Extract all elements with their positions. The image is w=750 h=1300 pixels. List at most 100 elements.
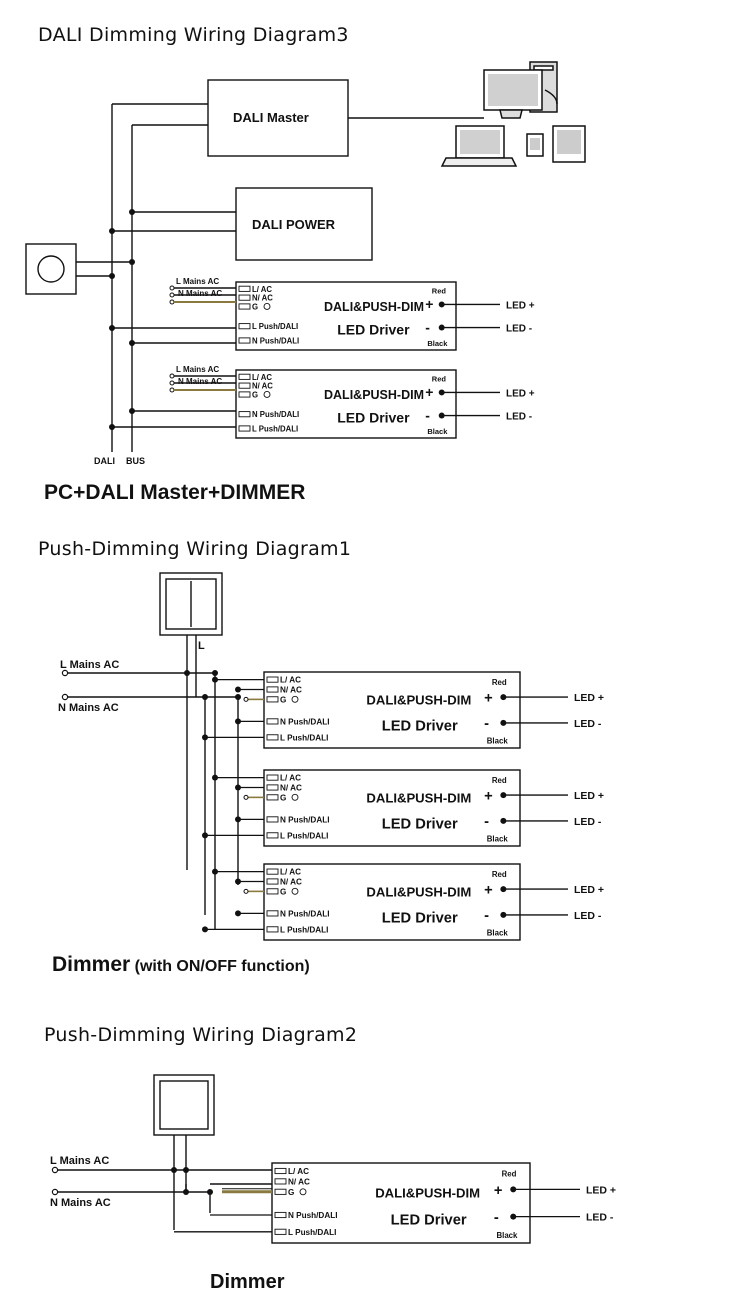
dimmer-switch-inner — [165, 578, 217, 630]
diagram1-caption: Dimmer (with ON/OFF function) — [52, 953, 310, 977]
terminal-n-ac-tab — [266, 878, 279, 885]
driver-model-label: DALI&PUSH-DIM — [324, 388, 424, 402]
terminal-push-dali-2-label: L Push/DALI — [280, 831, 328, 840]
led-minus-label: LED - — [574, 816, 602, 828]
led-driver: L/ ACN/ ACG L Push/DALI N Push/DALI DALI&PU… — [235, 281, 535, 351]
terminal-n-ac-tab — [238, 294, 251, 301]
diagram2-n-mains-label: N Mains AC — [50, 1197, 111, 1209]
led-plus-label: LED + — [506, 388, 535, 399]
terminal-ground-tab — [274, 1188, 287, 1195]
terminal-l-ac-label: L/ AC — [280, 774, 301, 783]
terminal-ground-label: G — [280, 793, 286, 802]
dali-master-label: DALI Master — [233, 110, 309, 125]
dali-power-box — [235, 187, 373, 261]
driver-n-mains-label: N Mains AC — [178, 289, 222, 298]
driver-model-label: DALI&PUSH-DIM — [366, 791, 471, 806]
driver-l-mains-label: L Mains AC — [176, 277, 219, 286]
terminal-n-ac-label: N/ AC — [252, 382, 273, 391]
diagram2-caption: Dimmer — [210, 1271, 285, 1293]
driver-name-label: LED Driver — [382, 817, 458, 833]
diagram1-l-mains-label: L Mains AC — [60, 659, 119, 671]
red-wire-label: Red — [492, 870, 507, 879]
led-minus-label: LED - — [574, 910, 602, 922]
terminal-push-dali-1-tab — [238, 323, 251, 330]
minus-sign: - — [494, 1210, 499, 1226]
diagram3-caption: PC+DALI Master+DIMMER — [44, 481, 306, 504]
ground-icon — [263, 391, 271, 398]
led-minus-label: LED - — [574, 718, 602, 730]
plus-sign: + — [484, 690, 493, 706]
terminal-push-dali-2-tab — [266, 926, 279, 933]
terminal-ground-tab — [238, 303, 251, 310]
ground-icon — [291, 887, 299, 895]
diagram2-dimmer-inner — [159, 1080, 209, 1130]
diagram2-title: Push-Dimming Wiring Diagram2 — [44, 1024, 358, 1046]
terminal-push-dali-1-label: N Push/DALI — [252, 410, 299, 419]
terminal-push-dali-2-label: N Push/DALI — [252, 336, 299, 345]
diagram3 — [25, 79, 484, 452]
red-wire-label: Red — [502, 1170, 517, 1179]
red-wire-label: Red — [492, 678, 507, 687]
terminal-push-dali-1-label: L Push/DALI — [252, 322, 298, 331]
ground-icon — [263, 303, 271, 310]
ground-icon — [291, 695, 299, 703]
black-wire-label: Black — [487, 736, 509, 745]
terminal-ground-tab — [266, 696, 279, 703]
terminal-n-ac-label: N/ AC — [280, 685, 302, 694]
driver-model-label: DALI&PUSH-DIM — [324, 300, 424, 314]
black-wire-label: Black — [427, 339, 448, 348]
terminal-l-ac-tab — [238, 285, 251, 292]
terminal-push-dali-1-tab — [274, 1211, 287, 1219]
terminal-l-ac-label: L/ AC — [288, 1167, 309, 1176]
driver-model-label: DALI&PUSH-DIM — [375, 1185, 480, 1200]
terminal-push-dali-2-label: L Push/DALI — [280, 733, 328, 742]
terminal-push-dali-2-label: L Push/DALI — [280, 925, 328, 934]
terminal-n-ac-label: N/ AC — [252, 294, 273, 303]
terminal-push-dali-1-tab — [266, 718, 279, 725]
driver-box — [263, 671, 521, 749]
minus-sign: - — [425, 319, 430, 335]
driver-n-mains-label: N Mains AC — [178, 377, 222, 386]
driver-box — [235, 281, 457, 351]
terminal-n-ac-label: N/ AC — [280, 783, 302, 792]
terminal-push-dali-2-tab — [238, 425, 251, 432]
black-wire-label: Black — [487, 928, 509, 937]
black-wire-label: Black — [496, 1231, 518, 1240]
terminal-l-ac-tab — [274, 1167, 287, 1175]
terminal-l-ac-tab — [266, 868, 279, 875]
driver-box — [263, 769, 521, 847]
diagram1-switch-l-label: L — [198, 640, 205, 652]
diagram1 — [68, 572, 239, 930]
terminal-ground-label: G — [252, 302, 258, 311]
terminal-l-ac-label: L/ AC — [252, 373, 272, 382]
terminal-n-ac-tab — [266, 686, 279, 693]
terminal-ground-tab — [238, 391, 251, 398]
diagram3-title: DALI Dimming Wiring Diagram3 — [38, 24, 349, 46]
driver-model-label: DALI&PUSH-DIM — [366, 693, 471, 708]
driver-box — [263, 863, 521, 941]
terminal-ground-label: G — [288, 1188, 294, 1197]
terminal-n-ac-label: N/ AC — [280, 877, 302, 886]
terminal-n-ac-label: N/ AC — [288, 1177, 310, 1186]
terminal-push-dali-1-tab — [266, 816, 279, 823]
led-plus-label: LED + — [586, 1184, 616, 1196]
plus-sign: + — [484, 788, 493, 804]
diagram1-title: Push-Dimming Wiring Diagram1 — [38, 538, 352, 560]
terminal-l-ac-label: L/ AC — [252, 285, 272, 294]
terminal-n-ac-tab — [238, 382, 251, 389]
minus-sign: - — [484, 716, 489, 732]
terminal-push-dali-2-tab — [266, 734, 279, 741]
diagram1-caption-sub: (with ON/OFF function) — [134, 958, 310, 975]
bus-label-dali: DALI — [94, 456, 115, 466]
terminal-l-ac-tab — [266, 774, 279, 781]
minus-sign: - — [484, 908, 489, 924]
led-plus-label: LED + — [506, 300, 535, 311]
driver-name-label: LED Driver — [382, 911, 458, 927]
diagram2-l-mains-label: L Mains AC — [50, 1155, 109, 1167]
diagram2-dimmer-outer — [153, 1074, 215, 1136]
plus-sign: + — [484, 882, 493, 898]
plus-sign: + — [425, 296, 433, 312]
